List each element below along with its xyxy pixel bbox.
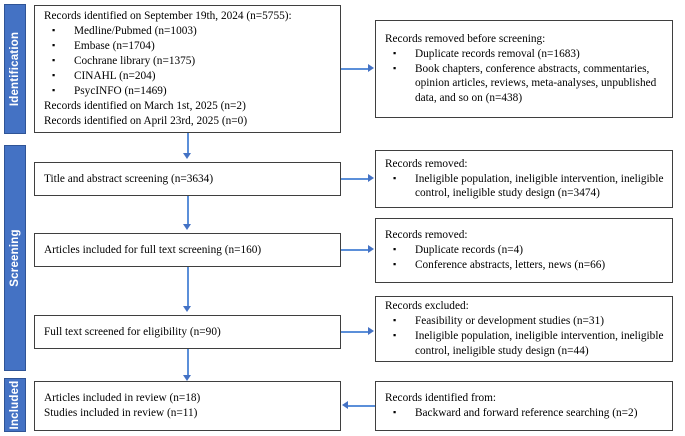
box-records-removed-screening-2: Records removed: ▪ Duplicate records (n=4… [375, 218, 673, 283]
removed-duplicate-records: Duplicate records (n=4) [415, 244, 523, 257]
arrow-title-abstract-to-removed [368, 174, 374, 182]
box-records-identified: Records identified on September 19th, 20… [34, 5, 341, 133]
list-item: ▪ Cochrane library (n=1375) [44, 54, 333, 69]
bullet-icon: ▪ [393, 315, 397, 326]
phase-label-screening: Screening [9, 229, 21, 287]
connector-eligibility-to-excluded [341, 331, 369, 333]
list-item: ▪ Feasibility or development studies (n=3… [385, 314, 665, 329]
list-item: ▪ Duplicate records (n=4) [385, 243, 665, 258]
records-excluded-heading: Records excluded: [385, 300, 469, 313]
bullet-icon: ▪ [52, 55, 56, 66]
records-removed-2-heading: Records removed: [385, 229, 468, 242]
bullet-icon: ▪ [393, 244, 397, 255]
phase-label-identification: Identification [9, 31, 21, 107]
records-identified-april: Records identified on April 23rd, 2025 (… [44, 114, 248, 127]
removed-duplicates: Duplicate records removal (n=1683) [415, 47, 580, 60]
full-text-eligibility-text: Full text screened for eligibility (n=90… [44, 325, 221, 338]
connector-title-abstract-to-full-text [187, 196, 189, 226]
excluded-ineligible-criteria: Ineligible population, ineligible interv… [415, 330, 664, 357]
bullet-icon: ▪ [52, 70, 56, 80]
arrow-reference-search-to-included [342, 401, 348, 409]
connector-full-text-to-eligibility [187, 267, 189, 308]
records-removed-1-heading: Records removed: [385, 157, 468, 170]
records-removed-2-list: ▪ Duplicate records (n=4) ▪ Conference abs… [385, 243, 665, 273]
records-removed-heading: Records removed before screening: [385, 32, 546, 45]
source-cochrane: Cochrane library (n=1375) [74, 55, 196, 68]
reference-searching: Backward and forward reference searching… [415, 407, 638, 419]
records-identified-march: Records identified on March 1st, 2025 (n… [44, 99, 246, 112]
articles-full-text-screening-text: Articles included for full text screenin… [44, 243, 262, 256]
studies-included-text: Studies included in review (n=11) [44, 407, 198, 419]
arrow-full-text-to-eligibility [183, 306, 191, 312]
list-item: ▪ Book chapters, conference abstracts, co… [385, 62, 665, 107]
records-identified-heading: Records identified on September 19th, 20… [44, 10, 292, 23]
bullet-icon: ▪ [393, 330, 397, 340]
bullet-icon: ▪ [52, 25, 56, 36]
source-psycinfo: PsycINFO (n=1469) [74, 84, 167, 97]
bullet-icon: ▪ [52, 84, 56, 95]
list-item: ▪ PsycINFO (n=1469) [44, 84, 333, 99]
box-records-removed-screening-1: Records removed: ▪ Ineligible population,… [375, 150, 673, 208]
list-item: ▪ Embase (n=1704) [44, 39, 333, 54]
connector-reference-search-to-included [348, 405, 375, 407]
box-records-removed-before-screening: Records removed before screening: ▪ Dupli… [375, 20, 673, 118]
arrow-full-text-to-removed [368, 245, 374, 253]
title-abstract-screening-text: Title and abstract screening (n=3634) [44, 172, 214, 185]
phase-bar-identification: Identification [4, 4, 26, 134]
list-item: ▪ Ineligible population, ineligible inter… [385, 172, 665, 202]
box-included-in-review: Articles included in review (n=18) Studi… [34, 381, 341, 431]
records-removed-list: ▪ Duplicate records removal (n=1683) ▪ Boo… [385, 47, 665, 107]
excluded-feasibility: Feasibility or development studies (n=31… [415, 315, 604, 328]
records-identified-source-list: ▪ Medline/Pubmed (n=1003) ▪ Embase (n=1704… [44, 24, 333, 99]
list-item: ▪ CINAHL (n=204) [44, 69, 333, 84]
box-full-text-eligibility: Full text screened for eligibility (n=90… [34, 315, 341, 349]
records-removed-1-list: ▪ Ineligible population, ineligible inter… [385, 172, 665, 202]
list-item: ▪ Backward and forward reference searchin… [385, 406, 665, 421]
list-item: ▪ Duplicate records removal (n=1683) [385, 47, 665, 62]
removed-conference-abstracts: Conference abstracts, letters, news (n=6… [415, 258, 606, 271]
connector-title-abstract-to-removed [341, 178, 369, 180]
phase-bar-included: Included [4, 378, 26, 432]
arrow-eligibility-to-included [183, 375, 191, 381]
connector-identification-to-removed [341, 68, 369, 70]
bullet-icon: ▪ [52, 40, 56, 51]
source-medline: Medline/Pubmed (n=1003) [74, 25, 197, 38]
bullet-icon: ▪ [393, 172, 397, 183]
bullet-icon: ▪ [393, 407, 397, 417]
box-title-abstract-screening: Title and abstract screening (n=3634) [34, 162, 341, 196]
list-item: ▪ Ineligible population, ineligible inter… [385, 329, 665, 359]
connector-identification-to-screening [187, 133, 189, 155]
box-articles-full-text-screening: Articles included for full text screenin… [34, 233, 341, 267]
phase-label-included: Included [9, 380, 21, 430]
list-item: ▪ Medline/Pubmed (n=1003) [44, 24, 333, 39]
records-excluded-list: ▪ Feasibility or development studies (n=3… [385, 314, 665, 359]
removed-publication-types: Book chapters, conference abstracts, com… [415, 62, 657, 105]
source-cinahl: CINAHL (n=204) [74, 70, 156, 82]
arrow-eligibility-to-excluded [368, 327, 374, 335]
articles-included-text: Articles included in review (n=18) [44, 392, 201, 405]
bullet-icon: ▪ [393, 258, 397, 269]
list-item: ▪ Conference abstracts, letters, news (n=… [385, 258, 665, 273]
connector-eligibility-to-included [187, 349, 189, 377]
box-records-excluded: Records excluded: ▪ Feasibility or develo… [375, 296, 673, 362]
arrow-identification-to-screening [183, 153, 191, 159]
removed-ineligible-criteria: Ineligible population, ineligible interv… [415, 172, 664, 200]
bullet-icon: ▪ [393, 47, 397, 58]
phase-bar-screening: Screening [4, 145, 26, 371]
connector-full-text-to-removed [341, 249, 369, 251]
source-embase: Embase (n=1704) [74, 40, 155, 53]
box-records-identified-from: Records identified from: ▪ Backward and f… [375, 381, 673, 431]
bullet-icon: ▪ [393, 62, 397, 73]
arrow-identification-to-removed [368, 64, 374, 72]
records-identified-from-list: ▪ Backward and forward reference searchin… [385, 406, 665, 421]
arrow-title-abstract-to-full-text [183, 224, 191, 230]
records-identified-from-heading: Records identified from: [385, 392, 497, 405]
